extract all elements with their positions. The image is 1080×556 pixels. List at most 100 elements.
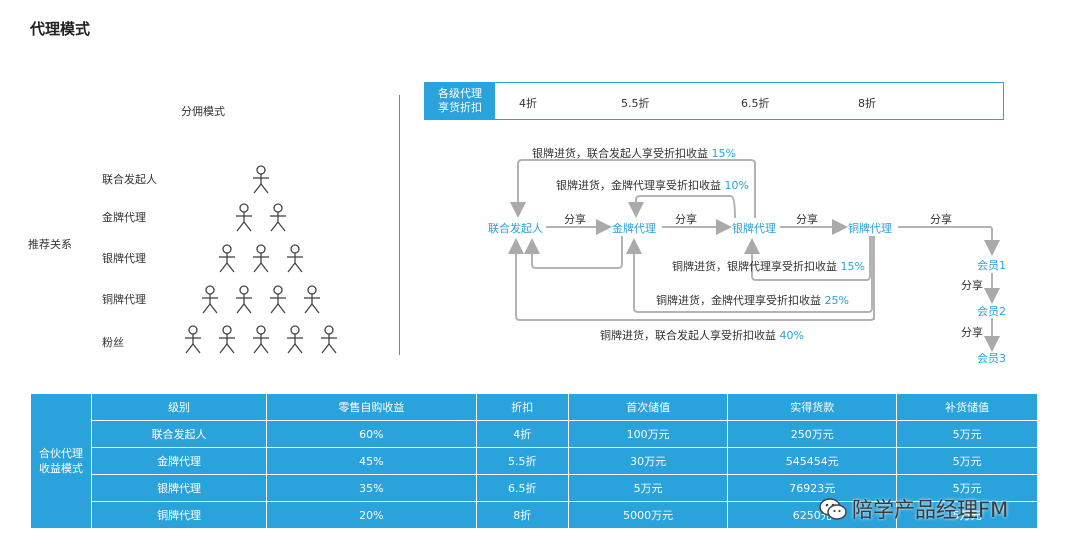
note-silver-founder: 银牌进货，联合发起人享受折扣收益 15%: [532, 145, 736, 161]
node-silver: 银牌代理: [732, 222, 776, 235]
person-icon: [318, 325, 340, 355]
table-cell: 5.5折: [475, 447, 569, 475]
table-cell: 6250元: [727, 501, 898, 529]
note-text: 银牌进货，金牌代理享受折扣收益: [556, 179, 721, 192]
loop-bronze-silver: [744, 236, 871, 281]
node-member-3: 会员3: [977, 352, 1006, 365]
note-text: 银牌进货，联合发起人享受折扣收益: [532, 147, 708, 160]
referral-label: 推荐关系: [28, 238, 72, 251]
node-bronze: 铜牌代理: [848, 222, 892, 235]
flow-diagram: 联合发起人 金牌代理 银牌代理 铜牌代理 会员1 会员2 会员3 分享 分享 分…: [410, 130, 1050, 380]
share-label-4: 分享: [930, 213, 952, 226]
header-first-deposit: 首次储值: [567, 393, 729, 421]
person-icon: [301, 285, 323, 315]
table-row: 合伙代理 收益模式 级别 零售自购收益 折扣 首次储值 实得货款 补货储值: [30, 393, 1038, 529]
pyramid-label-fans: 粉丝: [102, 336, 124, 349]
revenue-table: 合伙代理 收益模式 级别 零售自购收益 折扣 首次储值 实得货款 补货储值 联合…: [30, 393, 1038, 529]
header-actual-payment: 实得货款: [727, 393, 898, 421]
header-discount: 折扣: [475, 393, 569, 421]
note-text: 铜牌进货，联合发起人享受折扣收益: [600, 329, 776, 342]
discount-bar: 各级代理 享货折扣 4折 5.5折 6.5折 8折: [424, 82, 1004, 120]
note-pct: 25%: [824, 294, 849, 307]
person-icon: [267, 285, 289, 315]
header-level: 级别: [90, 393, 268, 421]
row-head-line1: 合伙代理: [39, 447, 83, 460]
node-founder: 联合发起人: [488, 222, 543, 235]
table-cell: 5000万元: [567, 501, 729, 529]
divider-line: [399, 95, 400, 355]
pyramid-label-bronze: 铜牌代理: [102, 293, 146, 306]
table-cell: 金牌代理: [90, 447, 268, 475]
table-cell: 45%: [266, 447, 477, 475]
table-cell: 76923元: [727, 474, 898, 502]
note-pct: 15%: [840, 260, 865, 273]
table-cell: 100万元: [567, 420, 729, 448]
discount-bar-head: 各级代理 享货折扣: [425, 83, 495, 119]
table-cell: 5万元: [896, 420, 1038, 448]
table-cell: 6.5折: [475, 474, 569, 502]
table-row: 金牌代理 45% 5.5折 30万元 545454元 5万元: [31, 447, 1038, 475]
discount-value-silver: 6.5折: [741, 97, 770, 110]
discount-head-line2: 享货折扣: [438, 101, 482, 114]
person-icon: [250, 165, 272, 195]
share-label-5: 分享: [961, 279, 983, 292]
arrow-bronze-m1: [898, 226, 1000, 256]
table-cell: 250万元: [727, 420, 898, 448]
note-bronze-gold: 铜牌进货，金牌代理享受折扣收益 25%: [656, 292, 849, 308]
table-cell: 4折: [475, 420, 569, 448]
loop-gold-founder: [524, 236, 623, 269]
note-pct: 15%: [711, 147, 736, 160]
table-cell: 545454元: [727, 447, 898, 475]
note-text: 铜牌进货，银牌代理享受折扣收益: [672, 260, 837, 273]
table-row-head: 合伙代理 收益模式: [30, 393, 92, 529]
person-icon: [284, 325, 306, 355]
page-title: 代理模式: [30, 20, 91, 38]
share-label-2: 分享: [675, 213, 697, 226]
person-icon: [250, 244, 272, 274]
table-cell: 银牌代理: [90, 474, 268, 502]
person-icon: [182, 325, 204, 355]
header-retail-income: 零售自购收益: [266, 393, 477, 421]
table-cell: 8折: [475, 501, 569, 529]
watermark-text: 陪学产品经理FM: [852, 498, 1009, 522]
loop-bronze-founder: [516, 236, 875, 321]
table-cell: 5万元: [896, 447, 1038, 475]
row-head-line2: 收益模式: [39, 462, 83, 475]
table-cell: 35%: [266, 474, 477, 502]
node-member-2: 会员2: [977, 305, 1006, 318]
header-restock-deposit: 补货储值: [896, 393, 1038, 421]
table-cell: 铜牌代理: [90, 501, 268, 529]
share-label-1: 分享: [564, 213, 586, 226]
person-icon: [216, 244, 238, 274]
person-icon: [284, 244, 306, 274]
note-bronze-founder: 铜牌进货，联合发起人享受折扣收益 40%: [600, 327, 804, 343]
flow-connectors: [410, 159, 1000, 352]
wechat-icon: [819, 498, 847, 520]
person-icon: [199, 285, 221, 315]
table-row: 银牌代理 35% 6.5折 5万元 76923元 5万元: [31, 474, 1038, 502]
pyramid-label-silver: 银牌代理: [102, 252, 146, 265]
discount-value-founder: 4折: [519, 97, 537, 110]
pyramid-label-gold: 金牌代理: [102, 211, 146, 224]
note-text: 铜牌进货，金牌代理享受折扣收益: [656, 294, 821, 307]
note-pct: 10%: [724, 179, 749, 192]
table-cell: 5万元: [896, 474, 1038, 502]
table-cell: 30万元: [567, 447, 729, 475]
discount-head-line1: 各级代理: [438, 87, 482, 100]
table-cell: 5万元: [896, 501, 1038, 529]
loop-silver-founder: [510, 159, 756, 218]
note-silver-gold: 银牌进货，金牌代理享受折扣收益 10%: [556, 177, 749, 193]
discount-value-bronze: 8折: [858, 97, 876, 110]
share-label-6: 分享: [961, 326, 983, 339]
table-row: 铜牌代理 20% 8折 5000万元 6250元 5万元: [31, 501, 1038, 529]
person-icon: [250, 325, 272, 355]
node-member-1: 会员1: [977, 259, 1006, 272]
table-cell: 60%: [266, 420, 477, 448]
person-icon: [233, 203, 255, 233]
table-cell: 20%: [266, 501, 477, 529]
note-pct: 40%: [779, 329, 804, 342]
pyramid-label-founder: 联合发起人: [102, 173, 157, 186]
loop-bronze-gold: [626, 236, 873, 313]
loop-silver-gold: [628, 195, 736, 219]
person-icon: [233, 285, 255, 315]
